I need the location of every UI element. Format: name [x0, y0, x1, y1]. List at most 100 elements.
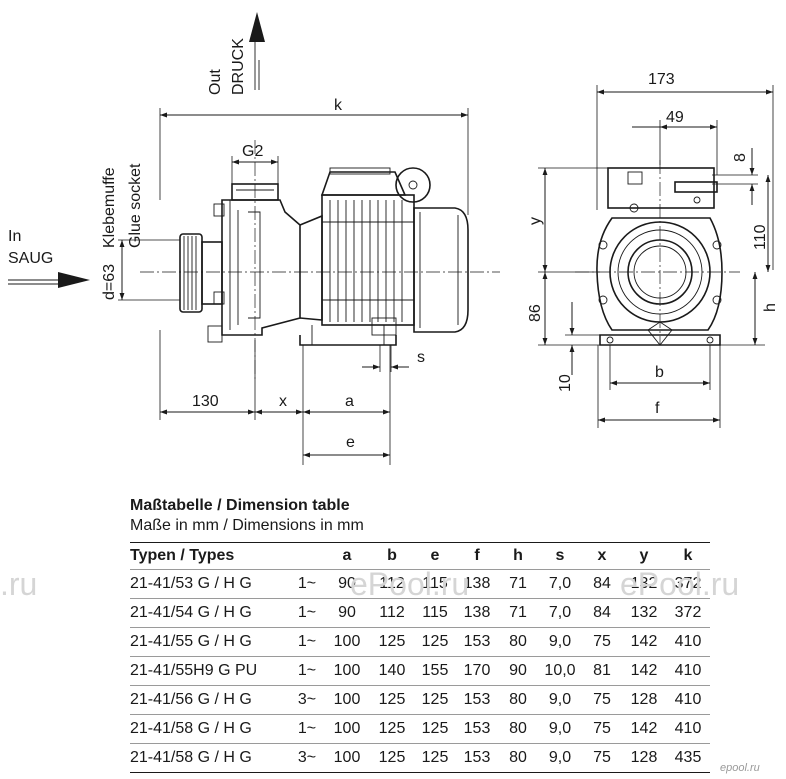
value-cell: 132 [622, 598, 666, 628]
value-cell: 9,0 [538, 714, 582, 744]
table-header-row: Typen / Types a b e f h s x y k [130, 542, 710, 570]
value-cell: 140 [370, 656, 414, 686]
type-cell: 21-41/53 G / H G [130, 569, 290, 599]
druck-label: DRUCK [230, 38, 247, 95]
value-cell: 7,0 [538, 569, 582, 599]
value-cell: 410 [666, 656, 710, 686]
value-cell: 80 [498, 743, 538, 773]
value-cell: 125 [370, 685, 414, 715]
value-cell: 9,0 [538, 685, 582, 715]
dim-130-label: 130 [192, 393, 219, 410]
value-cell: 410 [666, 627, 710, 657]
header-types: Typen / Types [130, 542, 290, 570]
header-b: b [370, 542, 414, 570]
value-cell: 80 [498, 714, 538, 744]
value-cell: 138 [456, 598, 498, 628]
dim-110-label: 110 [752, 224, 769, 250]
saug-label: SAUG [8, 250, 53, 267]
x-label: x [279, 393, 287, 410]
header-y: y [622, 542, 666, 570]
value-cell: 100 [324, 685, 370, 715]
value-cell: 125 [370, 627, 414, 657]
value-cell: 3~ [290, 743, 324, 773]
value-cell: 9,0 [538, 627, 582, 657]
dim-10-label: 10 [557, 374, 574, 392]
value-cell: 100 [324, 656, 370, 686]
value-cell: 115 [414, 569, 456, 599]
side-view: In SAUG Out DRUCK Klebemuffe Glue socket… [8, 12, 500, 465]
value-cell: 75 [582, 743, 622, 773]
value-cell: 138 [456, 569, 498, 599]
value-cell: 112 [370, 569, 414, 599]
value-cell: 71 [498, 569, 538, 599]
h-label: h [762, 303, 779, 312]
dim-49-label: 49 [666, 109, 684, 126]
type-cell: 21-41/54 G / H G [130, 598, 290, 628]
value-cell: 112 [370, 598, 414, 628]
value-cell: 153 [456, 627, 498, 657]
type-cell: 21-41/55 G / H G [130, 627, 290, 657]
value-cell: 90 [498, 656, 538, 686]
value-cell: 100 [324, 743, 370, 773]
header-s: s [538, 542, 582, 570]
value-cell: 435 [666, 743, 710, 773]
value-cell: 7,0 [538, 598, 582, 628]
value-cell: 125 [414, 743, 456, 773]
type-cell: 21-41/58 G / H G [130, 743, 290, 773]
value-cell: 170 [456, 656, 498, 686]
header-phase [290, 542, 324, 570]
value-cell: 75 [582, 627, 622, 657]
value-cell: 80 [498, 627, 538, 657]
value-cell: 128 [622, 743, 666, 773]
dim-86-label: 86 [527, 304, 544, 322]
e-label: e [346, 434, 355, 451]
value-cell: 125 [370, 743, 414, 773]
g2-label: G2 [242, 143, 263, 160]
watermark-left: .ru [0, 566, 38, 602]
value-cell: 125 [414, 685, 456, 715]
k-label: k [334, 97, 343, 114]
value-cell: 372 [666, 598, 710, 628]
value-cell: 142 [622, 627, 666, 657]
value-cell: 153 [456, 714, 498, 744]
value-cell: 128 [622, 685, 666, 715]
value-cell: 75 [582, 685, 622, 715]
b-label: b [655, 364, 664, 381]
header-a: a [324, 542, 370, 570]
dimension-table: Typen / Types a b e f h s x y k 21-41/53… [130, 542, 710, 773]
watermark-corner: epool.ru [720, 762, 760, 774]
table-subtitle: Maße in mm / Dimensions in mm [130, 517, 364, 534]
value-cell: 125 [414, 714, 456, 744]
value-cell: 81 [582, 656, 622, 686]
table-title: Maßtabelle / Dimension table [130, 497, 350, 514]
value-cell: 71 [498, 598, 538, 628]
value-cell: 3~ [290, 685, 324, 715]
pump-technical-drawing: In SAUG Out DRUCK Klebemuffe Glue socket… [8, 12, 779, 465]
value-cell: 372 [666, 569, 710, 599]
value-cell: 410 [666, 714, 710, 744]
front-view: 173 49 8 110 y 86 h 10 [527, 71, 779, 428]
in-label: In [8, 228, 21, 245]
inlet-arrow [8, 272, 90, 288]
value-cell: 1~ [290, 627, 324, 657]
type-cell: 21-41/58 G / H G [130, 714, 290, 744]
outlet-arrow [249, 12, 265, 90]
value-cell: 132 [622, 569, 666, 599]
type-cell: 21-41/55H9 G PU [130, 656, 290, 686]
dimension-table-block: Maßtabelle / Dimension table Maße in mm … [130, 496, 710, 773]
klebemuffe-label: Klebemuffe [101, 167, 118, 248]
header-f: f [456, 542, 498, 570]
value-cell: 142 [622, 714, 666, 744]
glue-socket-label: Glue socket [127, 163, 144, 248]
value-cell: 125 [414, 627, 456, 657]
f-label: f [655, 400, 660, 417]
header-x: x [582, 542, 622, 570]
value-cell: 125 [370, 714, 414, 744]
d63-label: d=63 [101, 264, 118, 300]
